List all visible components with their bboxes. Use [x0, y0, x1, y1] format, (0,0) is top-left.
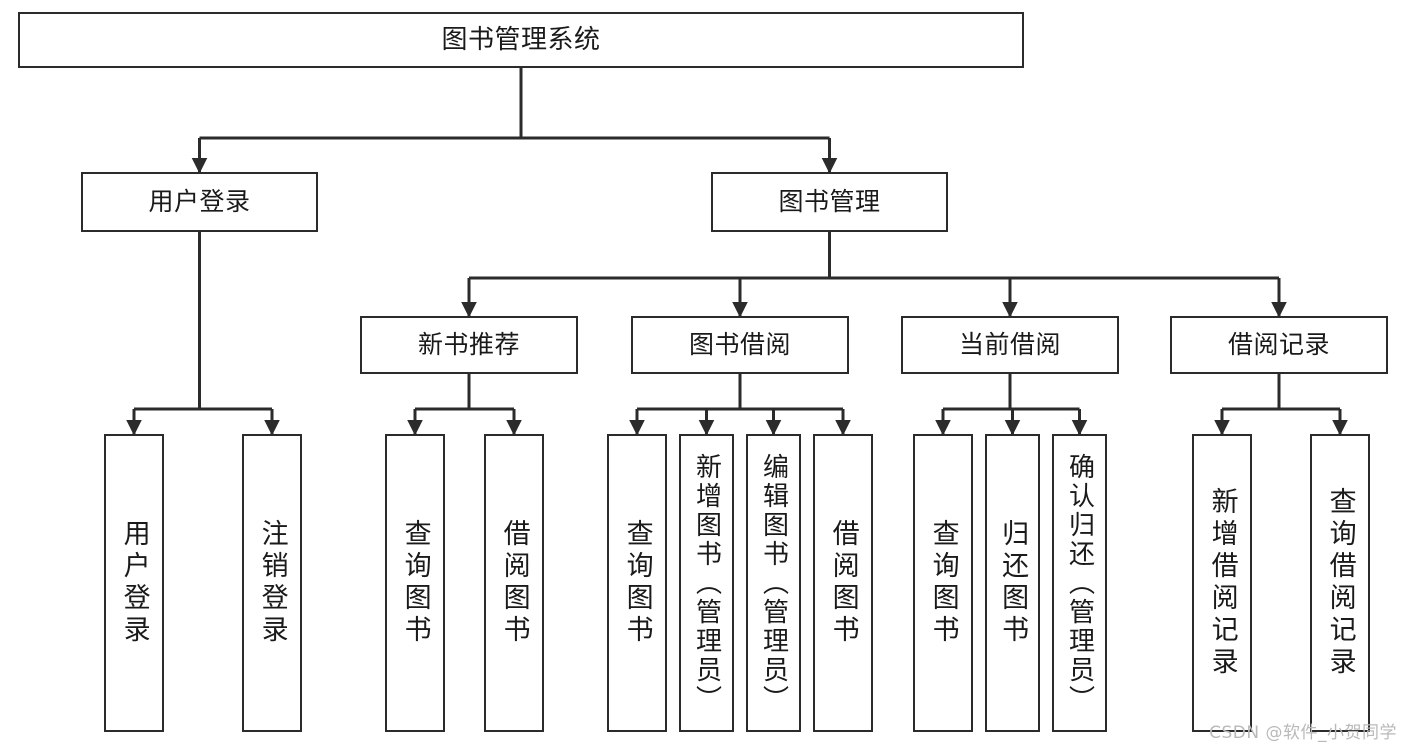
node-user-login[interactable]: 用户登录	[81, 172, 318, 232]
node-borrow-record-label: 借阅记录	[1227, 330, 1330, 360]
node-new-book-rec[interactable]: 新书推荐	[360, 316, 578, 374]
node-current-borrow-label: 当前借阅	[958, 330, 1061, 360]
node-leaf-query-book-1[interactable]: 查询图书	[385, 434, 445, 732]
node-leaf-user-logout[interactable]: 注销登录	[242, 434, 302, 732]
node-leaf-add-book-label: 新增图书（管理员）	[691, 452, 722, 714]
node-leaf-borrow-book-2[interactable]: 借阅图书	[813, 434, 873, 732]
node-leaf-borrow-book-1-label: 借阅图书	[498, 519, 530, 647]
node-leaf-user-login-label: 用户登录	[118, 519, 150, 647]
node-leaf-edit-book-label: 编辑图书（管理员）	[758, 452, 789, 714]
csdn-watermark: CSDN @软件_小贺同学	[1209, 723, 1397, 743]
node-leaf-query-book-1-label: 查询图书	[399, 519, 431, 647]
node-new-book-rec-label: 新书推荐	[417, 330, 520, 360]
node-leaf-add-book[interactable]: 新增图书（管理员）	[679, 434, 734, 732]
node-borrow-record[interactable]: 借阅记录	[1170, 316, 1388, 374]
node-leaf-confirm-return-label: 确认归还（管理员）	[1064, 452, 1095, 714]
node-root-label: 图书管理系统	[441, 24, 601, 55]
node-leaf-query-book-2[interactable]: 查询图书	[607, 434, 667, 732]
node-leaf-borrow-book-1[interactable]: 借阅图书	[484, 434, 544, 732]
node-book-manage-label: 图书管理	[778, 187, 881, 217]
node-leaf-add-record[interactable]: 新增借阅记录	[1192, 434, 1252, 732]
node-leaf-user-logout-label: 注销登录	[256, 519, 288, 647]
node-leaf-edit-book[interactable]: 编辑图书（管理员）	[746, 434, 801, 732]
node-leaf-return-book[interactable]: 归还图书	[985, 434, 1040, 732]
node-leaf-confirm-return[interactable]: 确认归还（管理员）	[1052, 434, 1107, 732]
node-leaf-query-book-2-label: 查询图书	[621, 519, 653, 647]
node-leaf-return-book-label: 归还图书	[997, 519, 1029, 647]
node-leaf-query-record-label: 查询借阅记录	[1324, 487, 1356, 679]
node-leaf-user-login[interactable]: 用户登录	[104, 434, 164, 732]
node-leaf-query-book-3-label: 查询图书	[927, 519, 959, 647]
node-leaf-borrow-book-2-label: 借阅图书	[827, 519, 859, 647]
node-root-system[interactable]: 图书管理系统	[18, 12, 1024, 68]
node-leaf-query-book-3[interactable]: 查询图书	[913, 434, 973, 732]
node-book-manage[interactable]: 图书管理	[711, 172, 948, 232]
node-book-borrow[interactable]: 图书借阅	[631, 316, 849, 374]
node-leaf-add-record-label: 新增借阅记录	[1206, 487, 1238, 679]
node-current-borrow[interactable]: 当前借阅	[901, 316, 1119, 374]
node-book-borrow-label: 图书借阅	[688, 330, 791, 360]
node-leaf-query-record[interactable]: 查询借阅记录	[1310, 434, 1370, 732]
node-user-login-label: 用户登录	[148, 187, 251, 217]
